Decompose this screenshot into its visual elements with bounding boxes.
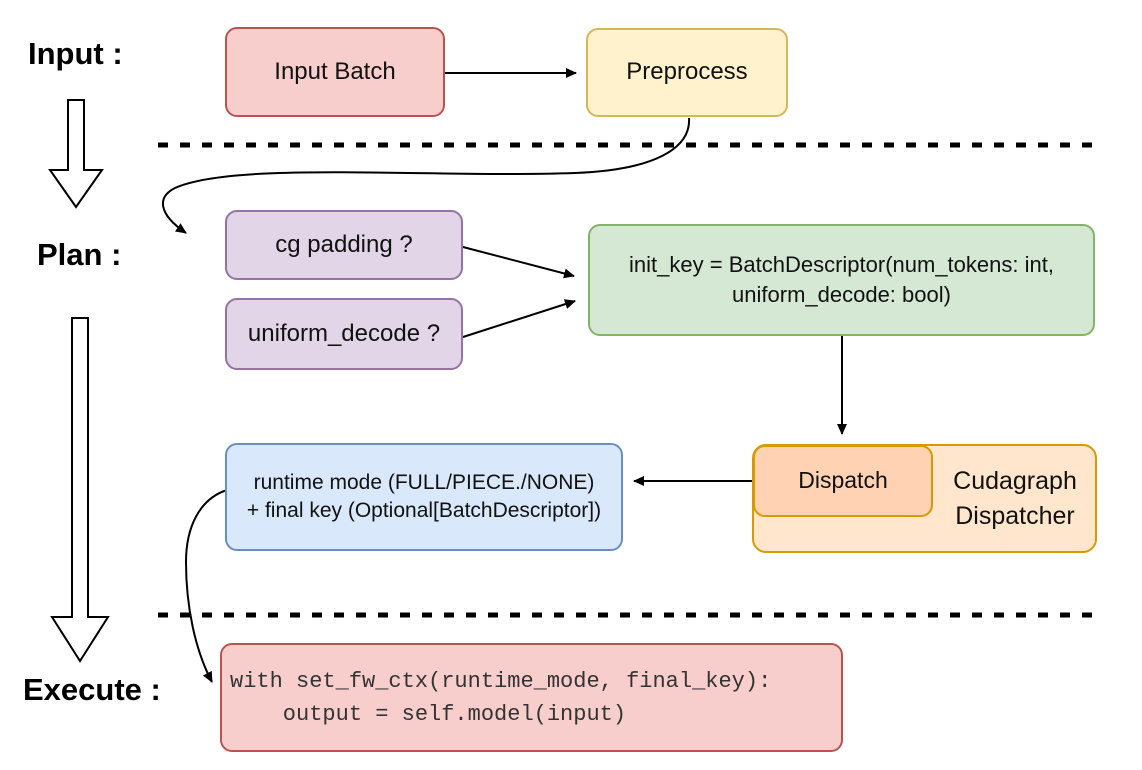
stage-arrow-plan-to-execute-icon — [50, 317, 110, 663]
cudagraph-dispatcher-label: Cudagraph Dispatcher — [953, 466, 1077, 530]
arrow-cg-padding-to-init-key — [462, 246, 575, 279]
arrow-preprocess-to-plan — [161, 117, 691, 234]
stage-label-execute: Execute : — [23, 672, 161, 707]
stage-arrow-input-to-plan-icon — [48, 99, 104, 209]
node-execute-code: with set_fw_ctx(runtime_mode, final_key)… — [220, 643, 843, 752]
node-input-batch: Input Batch — [225, 27, 445, 117]
node-dispatch: Dispatch — [753, 445, 933, 517]
node-runtime-mode: runtime mode (FULL/PIECE./NONE) + final … — [225, 443, 623, 551]
arrow-uniform-decode-to-init-key — [462, 299, 576, 338]
arrow-runtime-mode-to-execute — [184, 489, 228, 683]
node-init-key: init_key = BatchDescriptor(num_tokens: i… — [588, 224, 1095, 336]
node-uniform-decode: uniform_decode ? — [225, 298, 463, 370]
stage-label-input: Input : — [28, 36, 123, 71]
node-preprocess: Preprocess — [586, 28, 788, 117]
node-cg-padding: cg padding ? — [225, 210, 463, 280]
stage-label-plan: Plan : — [37, 237, 122, 272]
